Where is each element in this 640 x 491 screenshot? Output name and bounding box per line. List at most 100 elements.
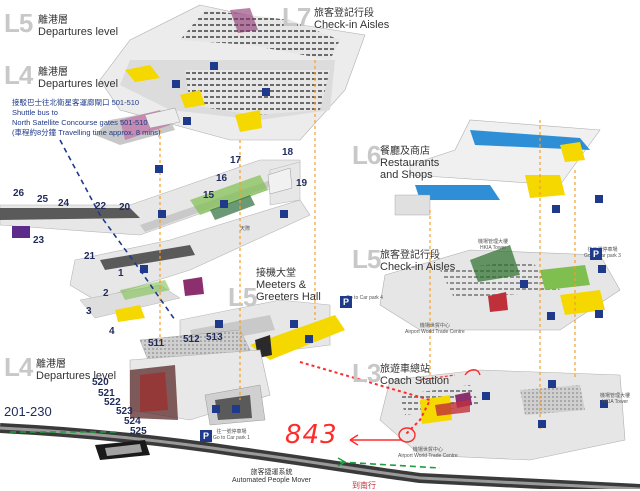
gate-19: 19 [296,178,308,189]
level-number: L4 [4,352,33,382]
level-zh: 離港層 [36,359,66,370]
hkia-tower-l3-zh: 機場管理大樓 [600,393,631,399]
carpark4-label: Go to Car park 4 [346,295,383,301]
west-pier [0,159,301,238]
level-number: L5 [4,8,33,38]
level-number: L6 [352,140,381,170]
gate-520: 520 [92,377,109,388]
gate-512: 512 [183,334,200,345]
apm-label: 旅客捷運系統 Automated People Mover [232,467,311,484]
awtc-label-l5: 機場世貿中心 Airport World Trade Centre [405,322,465,335]
level-l5-mid: L5 接機大堂 Meeters & Greeters Hall [228,268,321,313]
hkia-tower-en: HKIA Tower [479,245,507,251]
awtc-label-en: Airport World Trade Centre [398,453,458,459]
south-pier [69,199,311,322]
level-en: Departures level [38,26,119,38]
awtc-label: 機場世貿中心 Airport World Trade Centre [398,446,458,459]
gate-18: 18 [282,147,294,158]
apm-label-zh: 旅客捷運系統 [250,469,293,476]
level-zh: 旅客登記行段 [380,250,440,261]
carpark1-label: 往一號停車場 Go to Car park 1 [213,428,250,441]
apm-track [0,423,640,489]
level-number: L7 [282,2,311,32]
hkia-tower-zh: 機場管理大樓 [478,239,509,245]
gate-25: 25 [37,194,49,205]
level-number: L4 [4,60,33,90]
gate-513: 513 [206,332,223,343]
handwritten-route-number: 843 [285,420,338,450]
shuttle-line-zh: 接駁巴士往北衛星客運廊閘口 501-510 [12,98,140,107]
gate-511: 511 [148,338,165,349]
level-en: Restaurants and Shops [380,157,440,181]
hkia-tower-label-l3: 機場管理大樓 HKIA Tower [600,392,630,405]
level-l4-top: L4 離港層 Departures level [4,60,118,91]
sky-label: 天際 [240,226,251,232]
carpark1-zh: 往一號停車場 [216,429,247,435]
level-number: L5 [228,282,257,312]
gate-4: 4 [109,326,115,337]
l5-checkin-right [379,245,621,331]
level-en: Meeters & Greeters Hall [256,279,321,303]
gate-3: 3 [86,306,92,317]
gate-16: 16 [216,173,228,184]
level-zh: 離港層 [38,15,68,26]
route-highlight [299,361,481,446]
parking-icon: P [590,248,602,260]
terminal-top-block [95,4,366,145]
apm-label-en: Automated People Mover [232,477,311,484]
l3-coach-station [379,369,626,461]
gate-21: 21 [84,251,96,262]
l6-restaurants [394,119,601,216]
gate-523: 523 [116,406,133,417]
gate-525: 525 [130,426,147,437]
level-l6: L6 餐廳及商店 Restaurants and Shops [352,140,439,181]
gate-2: 2 [103,288,109,299]
level-l3: L3 旅遊車總站 Coach Station [352,358,449,389]
carpark3-zh: 往三號停車場 [587,247,618,253]
gate-524: 524 [124,416,141,427]
parking-icon: P [340,296,352,308]
awtc-label-l5-en: Airport World Trade Centre [405,329,465,335]
level-en: Departures level [36,370,117,382]
signage-icons [140,62,608,428]
gate-24: 24 [58,198,70,209]
level-number: L5 [352,244,381,274]
gate-522: 522 [104,397,121,408]
level-en: Coach Station [380,375,450,387]
shuttle-line-en: Shuttle bus to [12,108,58,117]
awtc-label-l5-zh: 機場世貿中心 [419,323,450,329]
gate-22: 22 [95,201,107,212]
shuttle-note: 接駁巴士往北衛星客運廊閘口 501-510 Shuttle bus to Nor… [12,98,161,138]
parking-icon: P [200,430,212,442]
carpark3-en: Go to Car park 3 [584,253,621,259]
gate-26: 26 [13,188,25,199]
level-zh: 餐廳及商店 [380,146,430,157]
gate-17: 17 [230,155,242,166]
gate-20: 20 [119,202,131,213]
shuttle-time: (車程約8分鐘 Travelling time approx. 8 mins) [12,128,161,137]
carpark3-label: 往三號停車場 Go to Car park 3 [584,246,621,259]
awtc-label-zh: 機場世貿中心 [412,447,443,453]
level-zh: 接機大堂 [256,268,296,279]
level-l4-bottom: L4 離港層 Departures level [4,352,116,383]
to-south-label: 到南行 [352,481,376,490]
gate-range-201-230: 201-230 [4,404,52,419]
gate-15: 15 [203,190,215,201]
gate-23: 23 [33,235,45,246]
shuttle-line-en2: North Satellite Concourse gates 501-510 [12,118,148,127]
shuttle-route [59,139,176,321]
hkia-tower-label: 機場管理大樓 HKIA Tower [478,238,508,251]
level-en: Departures level [38,78,119,90]
gate-1: 1 [118,268,124,279]
level-number: L3 [352,358,381,388]
level-en: Check-in Aisles [314,19,390,31]
vertical-connectors [159,60,576,430]
carpark1-en: Go to Car park 1 [213,435,250,441]
level-en: Check-in Aisles [380,261,456,273]
hkia-tower-l3-en: HKIA Tower [601,399,629,405]
level-zh: 離港層 [38,67,68,78]
level-zh: 旅客登記行段 [314,8,374,19]
level-l5-top: L5 離港層 Departures level [4,8,118,39]
level-l5-right: L5 旅客登記行段 Check-in Aisles [352,244,455,275]
